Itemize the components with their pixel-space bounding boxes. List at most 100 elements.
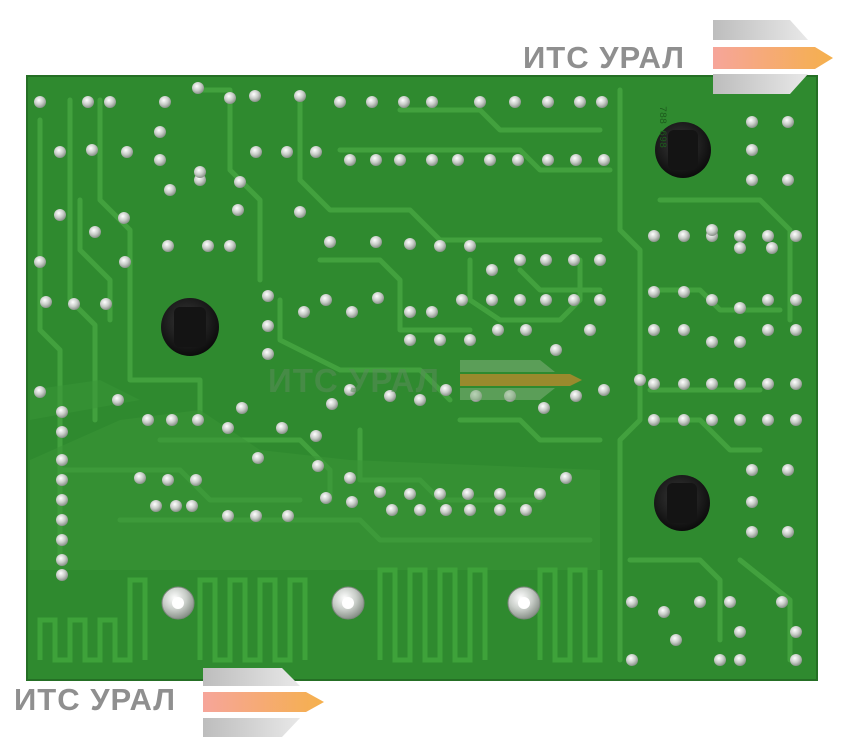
solder-pad: [344, 472, 356, 484]
solder-pad: [464, 334, 476, 346]
solder-pad: [456, 294, 468, 306]
solder-pad: [234, 176, 246, 188]
solder-pad: [746, 496, 758, 508]
solder-pad: [232, 204, 244, 216]
solder-pad: [404, 334, 416, 346]
solder-pad: [159, 96, 171, 108]
watermark-logo-top: [713, 20, 833, 94]
solder-pad: [790, 378, 802, 390]
solder-pad: [542, 96, 554, 108]
solder-pad: [762, 414, 774, 426]
solder-pad: [56, 554, 68, 566]
solder-pad: [790, 626, 802, 638]
solder-pad: [538, 402, 550, 414]
solder-pad: [520, 324, 532, 336]
solder-pad: [426, 306, 438, 318]
solder-pad: [706, 414, 718, 426]
solder-pad: [374, 486, 386, 498]
solder-pad: [119, 256, 131, 268]
solder-pad: [404, 488, 416, 500]
solder-pad: [282, 510, 294, 522]
solder-pad: [192, 82, 204, 94]
solder-pad: [734, 242, 746, 254]
solder-pad: [320, 492, 332, 504]
circuit-board: 788 698: [26, 75, 818, 681]
solder-pad: [320, 294, 332, 306]
solder-pad: [634, 374, 646, 386]
solder-pad: [166, 414, 178, 426]
solder-pad: [440, 504, 452, 516]
solder-pad: [224, 92, 236, 104]
solder-pad: [670, 634, 682, 646]
solder-pad: [596, 96, 608, 108]
solder-pad: [56, 454, 68, 466]
solder-pad: [82, 96, 94, 108]
solder-pad: [678, 230, 690, 242]
solder-pad: [734, 654, 746, 666]
solder-pad: [162, 240, 174, 252]
solder-pad: [384, 390, 396, 402]
solder-pad: [678, 324, 690, 336]
solder-pad: [190, 474, 202, 486]
solder-pad: [440, 384, 452, 396]
solder-pad: [434, 334, 446, 346]
solder-pad: [584, 324, 596, 336]
solder-pad: [56, 494, 68, 506]
solder-pad: [762, 378, 774, 390]
solder-pad: [56, 474, 68, 486]
solder-pad: [104, 96, 116, 108]
solder-pad: [252, 452, 264, 464]
solder-pad: [494, 504, 506, 516]
watermark-logo-center: [460, 360, 582, 400]
solder-pad: [678, 378, 690, 390]
solder-pad: [782, 116, 794, 128]
board-print-code: 788 698: [656, 106, 667, 148]
solder-pad: [112, 394, 124, 406]
solder-pad: [542, 154, 554, 166]
solder-pad: [658, 606, 670, 618]
solder-pad: [746, 464, 758, 476]
solder-pad: [734, 626, 746, 638]
solder-pad: [386, 504, 398, 516]
solder-pad: [154, 126, 166, 138]
copper-pour: [30, 410, 600, 570]
solder-pad: [346, 306, 358, 318]
solder-pad: [426, 154, 438, 166]
solder-pad: [464, 240, 476, 252]
solder-pads: [34, 82, 802, 666]
solder-pad: [298, 306, 310, 318]
solder-pad: [520, 504, 532, 516]
solder-pad: [574, 96, 586, 108]
solder-pad: [262, 348, 274, 360]
solder-pad: [34, 96, 46, 108]
solder-pad: [56, 534, 68, 546]
solder-pad: [550, 344, 562, 356]
solder-pad: [344, 384, 356, 396]
mounting-holes: [161, 586, 541, 620]
solder-pad: [164, 184, 176, 196]
solder-pad: [568, 254, 580, 266]
solder-pad: [54, 146, 66, 158]
solder-pad: [648, 414, 660, 426]
solder-pad: [100, 298, 112, 310]
solder-pad: [790, 414, 802, 426]
solder-pad: [150, 500, 162, 512]
solder-pad: [249, 90, 261, 102]
solder-pad: [594, 294, 606, 306]
solder-pad: [54, 209, 66, 221]
solder-pad: [540, 254, 552, 266]
solder-pad: [568, 294, 580, 306]
solder-pad: [398, 96, 410, 108]
solder-pad: [648, 230, 660, 242]
solder-pad: [262, 290, 274, 302]
solder-pad: [40, 296, 52, 308]
solder-pad: [782, 526, 794, 538]
solder-pad: [464, 504, 476, 516]
solder-pad: [746, 526, 758, 538]
solder-pad: [762, 324, 774, 336]
solder-pad: [34, 256, 46, 268]
solder-pad: [790, 324, 802, 336]
solder-pad: [706, 294, 718, 306]
solder-pad: [121, 146, 133, 158]
solder-pad: [594, 254, 606, 266]
